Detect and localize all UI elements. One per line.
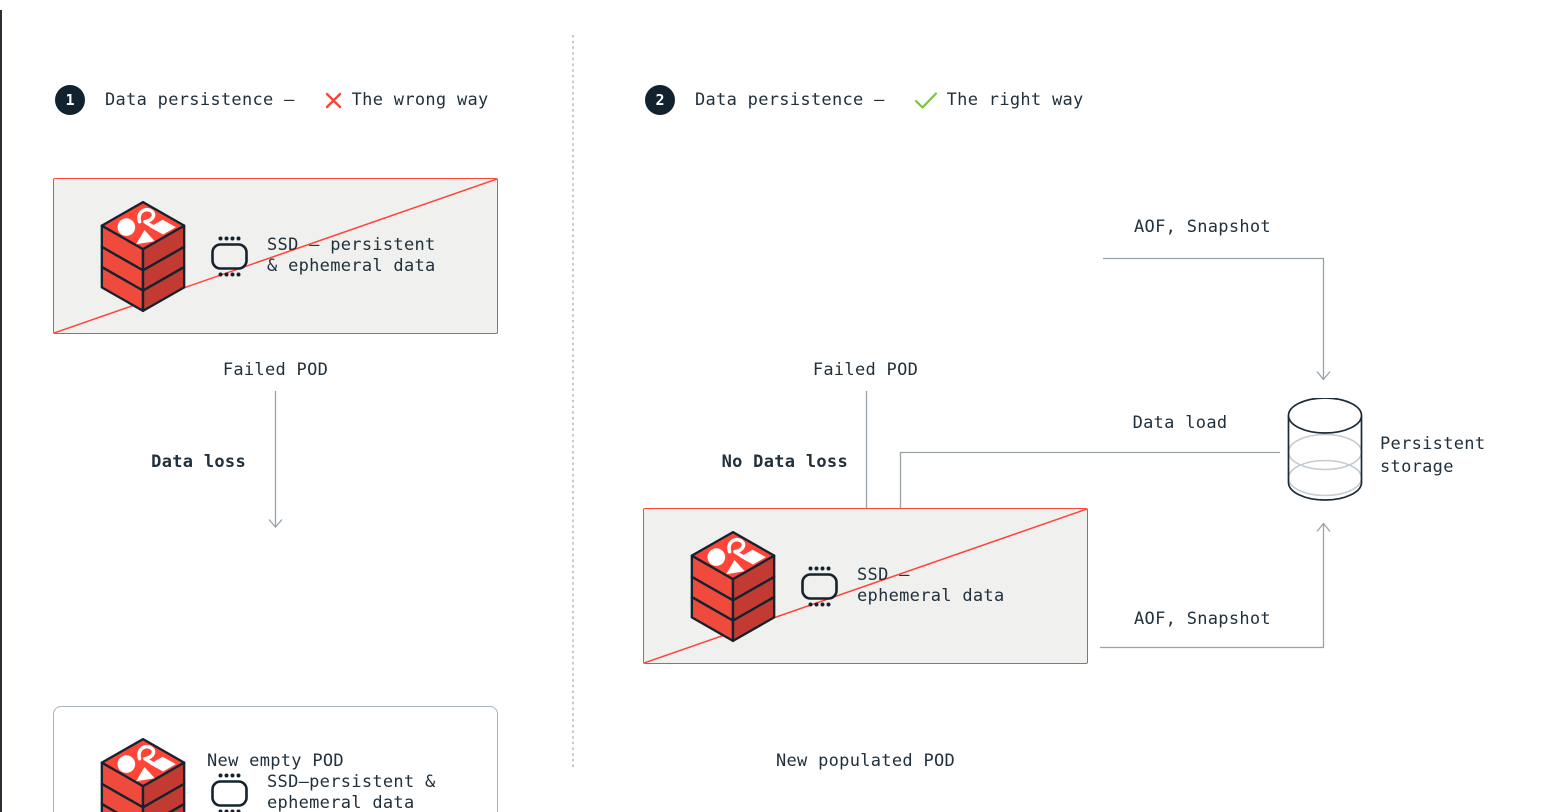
- no-data-loss-label: No Data loss: [721, 452, 848, 472]
- new-empty-pod: SSD–persistent &ephemeral data: [53, 706, 498, 812]
- data-load-label: Data load: [1132, 413, 1228, 433]
- right-panel-title: Data persistence –: [695, 90, 885, 110]
- step-2-badge: 2: [645, 85, 675, 115]
- redis-icon: [100, 737, 186, 812]
- redis-icon: [100, 200, 186, 313]
- aof-snapshot-top-arrow: [1103, 257, 1331, 381]
- new-empty-pod-caption: New empty POD: [207, 751, 344, 771]
- check-icon: [914, 91, 938, 110]
- step-2-number: 2: [655, 91, 665, 109]
- window-left-edge: [0, 10, 2, 812]
- failed-pod-right: SSD –ephemeral data: [643, 508, 1088, 664]
- persistent-storage-label: Persistent storage: [1380, 434, 1486, 477]
- pod-storage-label: SSD –ephemeral data: [857, 565, 1005, 606]
- data-loss-arrow: [268, 391, 283, 528]
- new-populated-pod-caption: New populated POD: [775, 751, 956, 771]
- step-1-badge: 1: [55, 85, 85, 115]
- chip-icon: [211, 771, 248, 812]
- right-panel-header: 2 Data persistence – The right way: [645, 85, 1084, 115]
- right-panel-verdict: The right way: [946, 90, 1084, 110]
- redis-icon: [690, 530, 776, 643]
- left-panel-header: 1 Data persistence – The wrong way: [55, 85, 489, 115]
- aof-snapshot-bottom-label: AOF, Snapshot: [1134, 609, 1271, 629]
- chip-icon: [801, 564, 838, 608]
- step-1-number: 1: [65, 91, 75, 109]
- failed-pod-left-caption: Failed POD: [222, 360, 329, 380]
- pod-storage-label: SSD–persistent &ephemeral data: [267, 772, 436, 812]
- database-icon: [1287, 398, 1363, 501]
- aof-snapshot-top-label: AOF, Snapshot: [1134, 217, 1271, 237]
- chip-icon: [211, 234, 248, 278]
- failed-pod-right-caption: Failed POD: [812, 360, 919, 380]
- failed-pod-left: SSD – persistent& ephemeral data: [53, 178, 498, 334]
- x-icon: [324, 91, 343, 110]
- data-loss-label: Data loss: [151, 452, 246, 472]
- left-panel-verdict: The wrong way: [351, 90, 489, 110]
- left-panel-title: Data persistence –: [105, 90, 295, 110]
- pod-storage-label: SSD – persistent& ephemeral data: [267, 235, 436, 276]
- red-cross-out-line: [54, 179, 497, 333]
- red-cross-out-line: [644, 509, 1087, 663]
- no-data-loss-arrow: [859, 391, 874, 528]
